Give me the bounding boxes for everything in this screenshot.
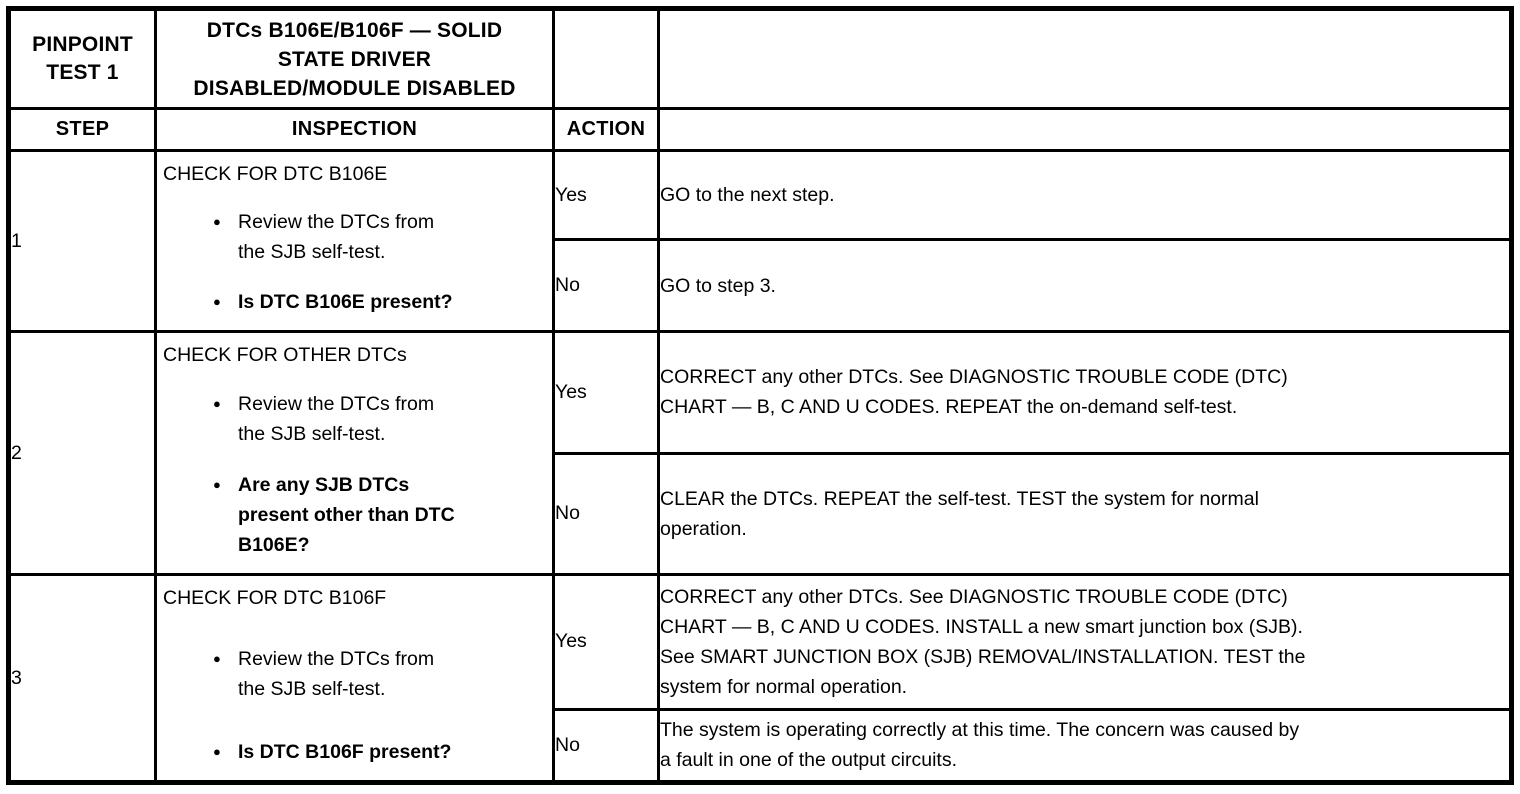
bullet-text: Review the DTCs from the SJB self-test.	[238, 393, 435, 445]
action-text: CLEAR the DTCs. REPEAT the self-test. TE…	[660, 487, 1259, 540]
pinpoint-test-table: PINPOINT TEST 1 DTCs B106E/B106F — SOLID…	[6, 6, 1514, 785]
inspection-content: CHECK FOR DTC B106F ● Review the DTCs fr…	[159, 578, 551, 780]
bullet-icon: ●	[213, 651, 221, 666]
col-header-empty-detail-cell	[657, 107, 1513, 152]
answer-cell-yes: Yes	[552, 148, 660, 242]
bullet-text-question: Is DTC B106F present?	[238, 741, 452, 763]
title-row-empty-detail-cell	[657, 7, 1513, 110]
bullet-icon: ●	[213, 396, 221, 411]
test-title: DTCs B106E/B106F — SOLID STATE DRIVER DI…	[193, 18, 516, 100]
inspection-cell: CHECK FOR OTHER DTCs ● Review the DTCs f…	[154, 330, 555, 576]
table-title-row: PINPOINT TEST 1 DTCs B106E/B106F — SOLID…	[7, 7, 1513, 110]
answer-cell-no: No	[552, 451, 660, 576]
step-number-cell: 1	[7, 149, 157, 333]
inspection-heading: CHECK FOR DTC B106E	[163, 163, 388, 185]
table-row: 3 CHECK FOR DTC B106F ● Review the DTCs …	[7, 573, 1513, 784]
bullet-text-question: Are any SJB DTCs present other than DTC …	[238, 474, 455, 556]
bullet-text: Review the DTCs from the SJB self-test.	[238, 211, 435, 263]
bullet-icon: ●	[213, 294, 221, 309]
action-text: The system is operating correctly at thi…	[660, 719, 1300, 772]
bullet-icon: ●	[213, 214, 221, 229]
action-text: CORRECT any other DTCs. See DIAGNOSTIC T…	[660, 366, 1288, 419]
table-row: No The system is operating correctly at …	[9, 707, 1513, 785]
action-text: GO to step 3.	[660, 274, 776, 297]
list-item: ● Is DTC B106F present?	[163, 737, 546, 767]
table-row: 1 CHECK FOR DTC B106E ● Review the DTCs …	[7, 148, 1513, 333]
bullet-text-question: Is DTC B106E present?	[238, 291, 453, 313]
column-header-row: STEP INSPECTION ACTION	[7, 107, 1513, 152]
pinpoint-test-label-cell: PINPOINT TEST 1	[7, 7, 157, 110]
step-number-cell: 3	[7, 573, 157, 784]
step-number-cell: 2	[7, 330, 157, 576]
inspection-cell: CHECK FOR DTC B106E ● Review the DTCs fr…	[154, 149, 555, 333]
action-text: GO to the next step.	[660, 184, 835, 207]
inspection-cell: CHECK FOR DTC B106F ● Review the DTCs fr…	[154, 573, 555, 784]
list-item: ● Are any SJB DTCs present other than DT…	[163, 470, 546, 560]
col-header-action: ACTION	[552, 107, 660, 152]
list-item: ● Review the DTCs from the SJB self-test…	[163, 207, 546, 267]
bullet-icon: ●	[213, 477, 221, 492]
action-cell-no: CLEAR the DTCs. REPEAT the self-test. TE…	[657, 451, 1513, 576]
inspection-content: CHECK FOR DTC B106E ● Review the DTCs fr…	[159, 154, 551, 329]
col-header-inspection: INSPECTION	[154, 107, 555, 152]
action-cell-yes: GO to the next step.	[657, 148, 1513, 242]
action-cell-yes: CORRECT any other DTCs. See DIAGNOSTIC T…	[657, 573, 1513, 711]
inspection-heading: CHECK FOR DTC B106F	[163, 587, 387, 609]
answer-cell-no: No	[552, 707, 660, 785]
answer-cell-no: No	[552, 238, 660, 333]
action-cell-no: The system is operating correctly at thi…	[657, 707, 1513, 785]
bullet-icon: ●	[213, 744, 221, 759]
answer-cell-yes: Yes	[552, 573, 660, 711]
answer-cell-yes: Yes	[552, 330, 660, 455]
list-item: ● Review the DTCs from the SJB self-test…	[163, 389, 546, 449]
inspection-heading: CHECK FOR OTHER DTCs	[163, 344, 407, 366]
col-header-step: STEP	[7, 107, 157, 152]
list-item: ● Review the DTCs from the SJB self-test…	[163, 644, 546, 704]
list-item: ● Is DTC B106E present?	[163, 287, 546, 317]
inspection-content: CHECK FOR OTHER DTCs ● Review the DTCs f…	[159, 335, 551, 572]
action-text: CORRECT any other DTCs. See DIAGNOSTIC T…	[660, 585, 1306, 698]
table-row: No CLEAR the DTCs. REPEAT the self-test.…	[9, 451, 1513, 576]
title-row-empty-action-cell	[552, 7, 660, 110]
action-cell-no: GO to step 3.	[657, 238, 1513, 333]
table-row: 2 CHECK FOR OTHER DTCs ● Review the DTCs…	[7, 330, 1513, 576]
pinpoint-test-label: PINPOINT TEST 1	[32, 33, 133, 84]
action-cell-yes: CORRECT any other DTCs. See DIAGNOSTIC T…	[657, 330, 1513, 455]
bullet-text: Review the DTCs from the SJB self-test.	[238, 648, 435, 700]
table-row: No GO to step 3.	[9, 238, 1513, 333]
test-title-cell: DTCs B106E/B106F — SOLID STATE DRIVER DI…	[154, 7, 555, 110]
